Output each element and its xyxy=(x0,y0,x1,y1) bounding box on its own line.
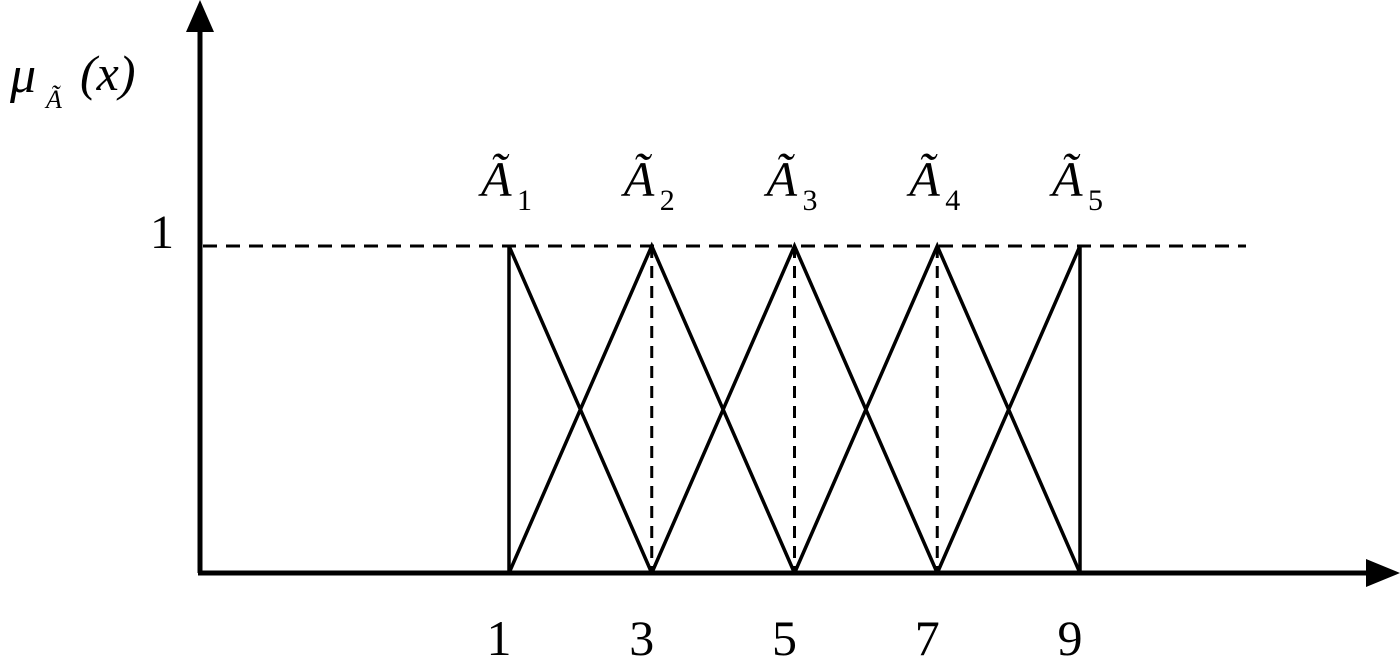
series-label-subscript: 2 xyxy=(660,184,675,217)
y-label-arg: (x) xyxy=(80,45,136,101)
series-line-a5 xyxy=(935,245,1082,574)
series-label-main: Ã xyxy=(764,151,798,207)
x-tick-label-7: 7 xyxy=(915,610,940,666)
y-label-subscript: Ã xyxy=(44,85,62,114)
series-label-main: Ã xyxy=(906,151,940,207)
x-tick-label-5: 5 xyxy=(772,610,797,666)
series-label-subscript: 3 xyxy=(803,184,818,217)
x-tick-labels: 1 3 5 7 9 xyxy=(487,610,1083,666)
series-line-a3 xyxy=(650,241,939,574)
series-label-main: Ã xyxy=(621,151,655,207)
dashed-verticals xyxy=(650,246,939,573)
series-line-a2 xyxy=(507,241,797,574)
y-level-label: 1 xyxy=(150,206,174,259)
y-axis-arrowhead xyxy=(186,0,214,32)
y-axis-label: μ Ã (x) xyxy=(9,45,136,114)
x-axis-arrowhead xyxy=(1366,559,1400,587)
series-label-main: Ã xyxy=(1049,151,1083,207)
x-tick-label-1: 1 xyxy=(487,610,512,666)
series-label-subscript: 4 xyxy=(945,184,960,217)
series-label-main: Ã xyxy=(478,151,512,207)
x-tick-label-3: 3 xyxy=(629,610,654,666)
y-label-mu: μ xyxy=(9,47,36,104)
series-lines xyxy=(507,241,1082,574)
series-line-a4 xyxy=(792,241,1082,574)
series-line-a1 xyxy=(507,245,654,574)
x-tick-label-9: 9 xyxy=(1058,610,1083,666)
series-label-subscript: 1 xyxy=(517,184,532,217)
series-label-subscript: 5 xyxy=(1088,184,1103,217)
